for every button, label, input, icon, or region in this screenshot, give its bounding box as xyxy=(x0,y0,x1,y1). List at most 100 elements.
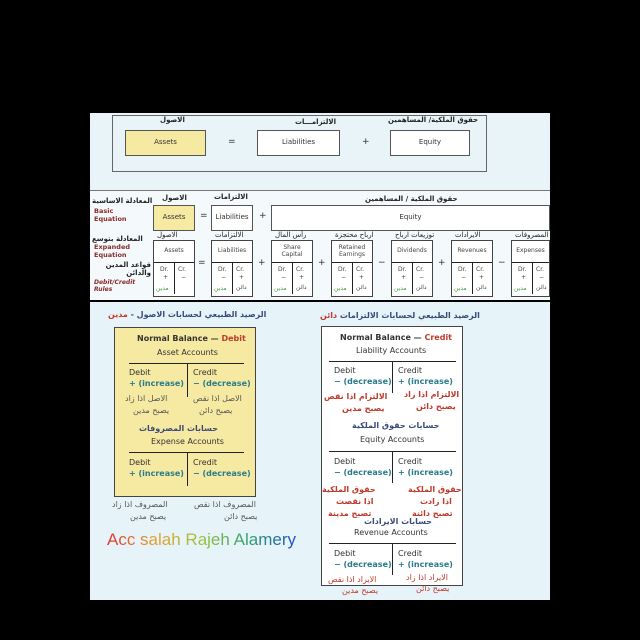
asset-debit-ar: يصبح مدين xyxy=(133,406,170,415)
liabilities-ar-label: الالتزامـــات xyxy=(295,118,337,126)
cr-sign: + xyxy=(239,274,245,281)
liabilities-box: Liabilities xyxy=(257,130,340,156)
nb-label: Normal Balance — xyxy=(340,333,425,342)
cr-ar: دائن xyxy=(296,284,307,291)
basic-equity-ar: حقوق الملكية / المساهمين xyxy=(365,195,458,203)
revenue-ar-title: حسابات الايرادات xyxy=(364,517,433,526)
plus-sign: + xyxy=(362,137,370,147)
debit-label: Debit xyxy=(129,368,151,377)
cr-ar: دائن xyxy=(356,284,367,291)
cr-sign: − xyxy=(181,274,187,281)
revenue-increase-ar: الايراد اذا زاد xyxy=(406,573,448,582)
equity-decrease-ar-2: اذا نقصت xyxy=(336,497,374,506)
basic-assets-ar: الاصول xyxy=(162,194,187,202)
cr-label: Cr. xyxy=(536,266,545,273)
equity-increase-ar-2: اذا زادت xyxy=(420,497,452,506)
watermark: Acc salah Rajeh Alamery xyxy=(107,530,296,549)
cr-sign: − xyxy=(539,274,545,281)
basic-liabilities-box: Liabilities xyxy=(211,205,253,231)
debit-label: Debit xyxy=(334,457,356,466)
equity-decrease-ar: حقوق الملكية xyxy=(322,485,376,494)
expense-credit-ar: يصبح دائن xyxy=(224,512,258,521)
left-heading-red: مدين xyxy=(108,310,128,319)
rules-ar-label: قواعد المدين والدائن xyxy=(105,261,151,277)
increase-label: + (increase) xyxy=(398,468,453,477)
asset-accounts-title: Asset Accounts xyxy=(157,348,218,357)
t-account-revenues: Revenues Dr. Cr. − + مدين دائن xyxy=(451,240,493,297)
credit-label: Credit xyxy=(398,549,423,558)
cr-label: Cr. xyxy=(296,266,305,273)
expense-accounts-title: Expense Accounts xyxy=(151,437,224,446)
account-name: Revenues xyxy=(452,241,492,263)
revenue-accounts-title: Revenue Accounts xyxy=(354,528,428,537)
assets-box: Assets xyxy=(125,130,206,156)
column-ar-label: المصروفات xyxy=(515,231,549,239)
basic-liabilities-ar: الالتزامات xyxy=(214,193,248,201)
normal-balance-panel: الرصيد الطبيعي لحسابات الاصول - مدين Nor… xyxy=(90,302,550,600)
dr-ar: مدين xyxy=(274,285,287,292)
liability-accounts-title: Liability Accounts xyxy=(356,346,427,355)
expense-increase-ar: المصروف اذا زاد xyxy=(112,500,168,509)
basic-label: Basic Equation xyxy=(94,207,127,223)
equity-ar-label: حقوق الملكية/ المساهمين xyxy=(388,116,479,124)
dr-ar: مدين xyxy=(214,285,227,292)
operator-sign: + xyxy=(438,258,446,268)
cr-label: Cr. xyxy=(356,266,365,273)
equity-ar-title: حسابات حقوق الملكية xyxy=(352,421,440,430)
column-ar-label: الاصول xyxy=(157,231,178,239)
debit-balance-card: Normal Balance — Debit Asset Accounts De… xyxy=(114,327,256,497)
credit-label: Credit xyxy=(193,458,218,467)
debit-label: Debit xyxy=(334,549,356,558)
t-account-share-capital: Share Capital Dr. Cr. − + مدين دائن xyxy=(271,240,313,297)
cr-label: Cr. xyxy=(416,266,425,273)
dr-sign: + xyxy=(163,274,169,281)
operator-sign: + xyxy=(318,258,326,268)
account-name: Dividends xyxy=(392,241,432,263)
liability-credit-ar: يصبح دائن xyxy=(416,402,456,411)
column-ar-label: الايرادات xyxy=(455,231,481,239)
dr-label: Dr. xyxy=(160,266,169,273)
dr-sign: + xyxy=(401,274,407,281)
t-account-assets: Assets Dr. Cr. + − مدين xyxy=(153,240,195,297)
dr-label: Dr. xyxy=(338,266,347,273)
cr-sign: + xyxy=(479,274,485,281)
equity-box: Equity xyxy=(390,130,470,156)
dr-sign: − xyxy=(221,274,227,281)
expense-decrease-ar: المصروف اذا نقص xyxy=(194,500,256,509)
t-account-dividends: Dividends Dr. Cr. + − مدين دائن xyxy=(391,240,433,297)
dr-sign: − xyxy=(461,274,467,281)
account-name: Liabilities xyxy=(212,241,252,263)
liability-increase-ar: الالتزام اذا زاد xyxy=(404,390,460,399)
left-heading-ar: الرصيد الطبيعي لحسابات الاصول - xyxy=(127,310,267,319)
equity-increase-ar: حقوق الملكية xyxy=(408,485,462,494)
account-name: Expenses xyxy=(512,241,549,263)
dr-ar: مدين xyxy=(156,285,169,292)
assets-ar-label: الاصول xyxy=(160,116,185,124)
column-ar-label: الالتزامات xyxy=(215,231,244,239)
decrease-label: − (decrease) xyxy=(334,560,392,569)
cr-label: Cr. xyxy=(178,266,187,273)
decrease-label: − (decrease) xyxy=(334,468,392,477)
liability-debit-ar: يصبح مدين xyxy=(342,404,385,413)
increase-label: + (increase) xyxy=(129,469,184,478)
dr-label: Dr. xyxy=(398,266,407,273)
column-ar-label: رأس المال xyxy=(275,231,307,239)
expanded-label: Expanded Equation xyxy=(94,243,131,259)
asset-increase-ar: الاصل اذا زاد xyxy=(125,394,168,403)
decrease-label: − (decrease) xyxy=(334,377,392,386)
account-name: Retained Earnings xyxy=(332,241,372,263)
dr-sign: − xyxy=(341,274,347,281)
credit-label: Credit xyxy=(193,368,218,377)
debit-label: Debit xyxy=(129,458,151,467)
nb-label: Normal Balance — xyxy=(137,334,222,343)
dr-ar: مدين xyxy=(514,285,527,292)
credit-balance-card: Normal Balance — Credit Liability Accoun… xyxy=(321,326,463,586)
revenue-debit-ar: يصبح مدين xyxy=(342,586,379,595)
dr-ar: مدين xyxy=(334,285,347,292)
dr-label: Dr. xyxy=(278,266,287,273)
dr-sign: + xyxy=(521,274,527,281)
dr-label: Dr. xyxy=(518,266,527,273)
basic-ar-label: المعادلة الاساسية xyxy=(92,197,153,205)
expanded-ar-label: المعادلة بتوسع xyxy=(92,235,143,243)
operator-sign: = xyxy=(198,258,206,268)
